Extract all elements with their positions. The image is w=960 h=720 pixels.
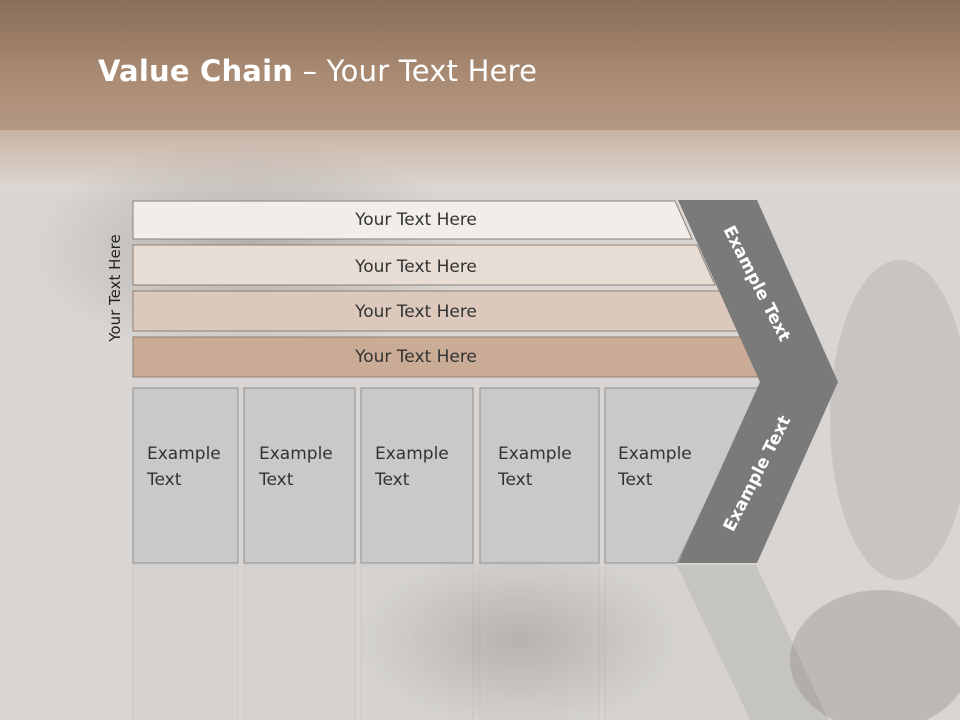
- bar-4-label: Your Text Here: [354, 347, 477, 367]
- slide-title-rest: – Your Text Here: [302, 54, 538, 88]
- box-4-line2: Text: [497, 470, 533, 490]
- box-3-line1: Example: [375, 444, 449, 464]
- box-1: [132, 387, 239, 564]
- box-2-line1: Example: [259, 444, 333, 464]
- box-4: [479, 387, 600, 564]
- box-5: [604, 387, 761, 564]
- box-5-line2: Text: [617, 470, 653, 490]
- reflection-box-4: [479, 564, 600, 720]
- reflection: [132, 564, 829, 720]
- box-4-line1: Example: [498, 444, 572, 464]
- bar-3-label: Your Text Here: [354, 302, 477, 322]
- box-2: [243, 387, 356, 564]
- box-2-line2: Text: [258, 470, 294, 490]
- slide-title: Value Chain – Your Text Here: [98, 54, 537, 88]
- box-1-line1: Example: [147, 444, 221, 464]
- reflection-box-2: [243, 564, 356, 720]
- box-3-line2: Text: [374, 470, 410, 490]
- reflection-chevron: [677, 565, 829, 720]
- box-5-line1: Example: [618, 444, 692, 464]
- reflection-box-1: [132, 564, 239, 720]
- bar-2: [132, 244, 716, 286]
- bar-1-label: Your Text Here: [354, 210, 477, 230]
- box-3: [360, 387, 474, 564]
- box-1-line2: Text: [146, 470, 182, 490]
- reflection-box-5: [604, 564, 752, 720]
- slide-title-bold: Value Chain: [98, 54, 294, 88]
- bars-group: Your Text Here Your Text Here Your Text …: [132, 200, 763, 378]
- bar-2-label: Your Text Here: [354, 257, 477, 277]
- boxes-group: Example Text Example Text Example Text E…: [132, 387, 761, 564]
- chevron-arrow: [678, 200, 838, 563]
- bar-1: [132, 200, 693, 240]
- reflection-box-3: [360, 564, 474, 720]
